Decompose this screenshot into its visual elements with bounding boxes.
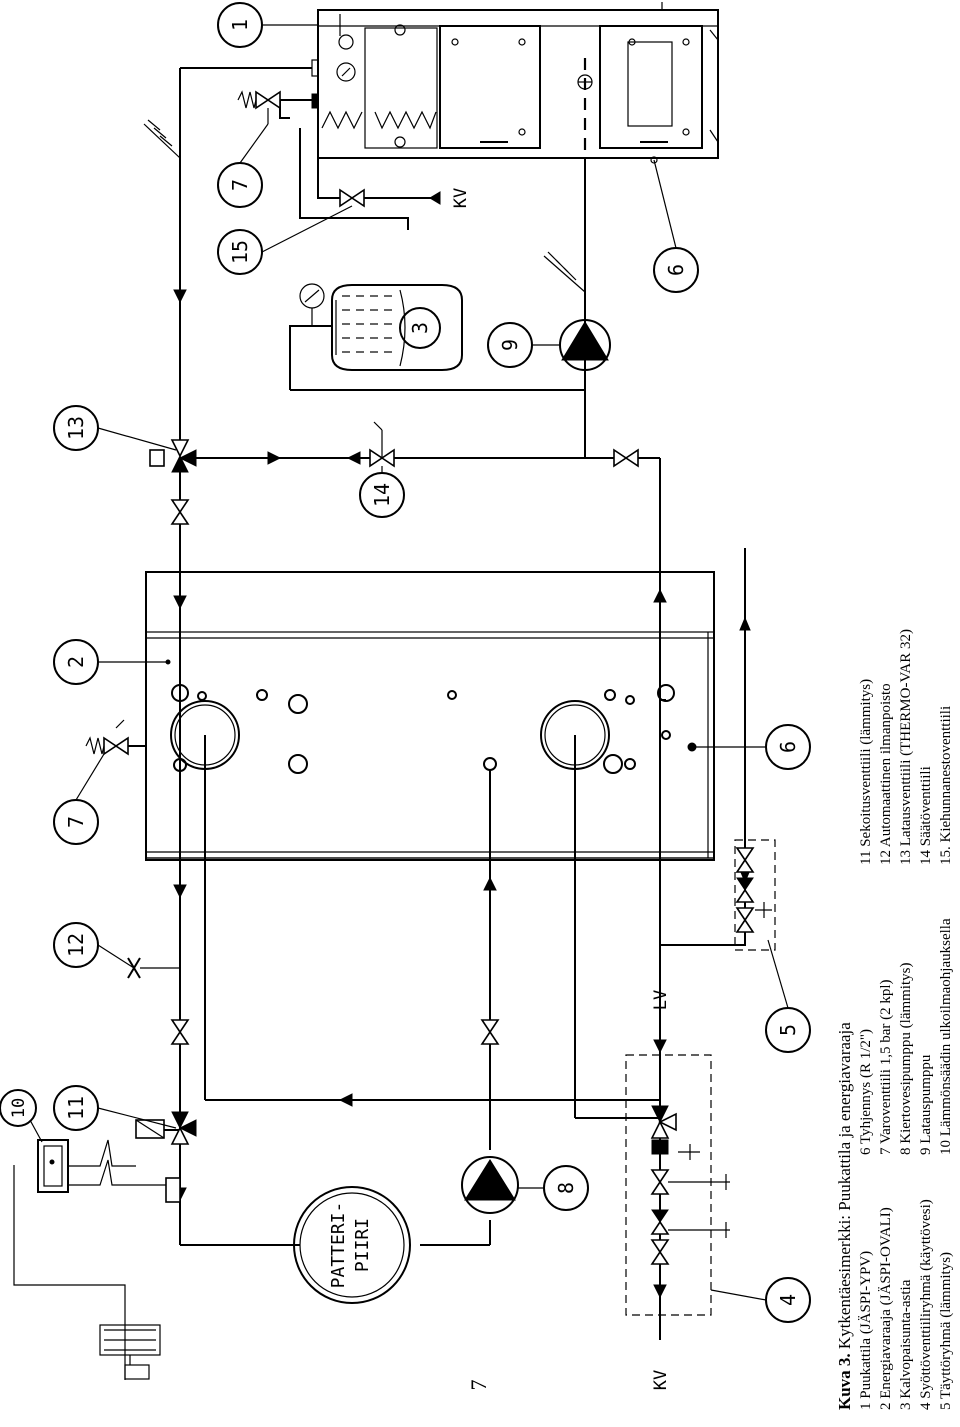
callout-9-text: 9 <box>498 339 522 351</box>
callout-15-text: 15 <box>228 240 252 264</box>
expansion-tank-hatch <box>342 295 392 353</box>
safety-valve-7-top <box>237 90 281 124</box>
patteri-label-2: PIIRI <box>352 1218 373 1272</box>
legend-item-1: 1 Puukattila (JÄSPI-YPV) <box>857 1251 874 1410</box>
legend-item-14: 14 Säätöventtiili <box>918 766 934 865</box>
legend-item-9: 9 Latauspumppu <box>918 1054 934 1155</box>
callout-10: 10 <box>0 1089 43 1143</box>
callout-6-tank: 6 <box>696 724 811 770</box>
legend-item-11: 11 Sekoitusventtiili (lämmitys) <box>858 679 874 865</box>
callout-7-tank: 7 <box>53 753 105 845</box>
callout-3: 3 <box>399 307 441 349</box>
drain-marks <box>143 119 586 293</box>
callout-1-text: 1 <box>228 19 252 31</box>
callout-8-text: 8 <box>554 1182 578 1194</box>
callout-13: 13 <box>53 405 177 451</box>
caption-block: Kuva 3. Kytkentäesimerkki: Puukattila ja… <box>835 629 954 1410</box>
legend-item-10: 10 Lämmönsäädin ulkoilmaohjauksella <box>938 918 954 1155</box>
kv-bottom-label: KV <box>651 1370 671 1390</box>
callout-11: 11 <box>53 1085 177 1131</box>
callout-14-text: 14 <box>370 483 394 507</box>
callout-12-text: 12 <box>64 933 88 957</box>
callout-7-top: 7 <box>217 123 269 208</box>
legend-item-15: 15. Kiehunnanestoventtiili <box>938 706 954 865</box>
legend-item-12: 12 Automaattinen ilmanpoisto <box>878 683 894 865</box>
safety-valve-7-tank <box>85 719 146 756</box>
callout-2: 2 <box>53 639 168 685</box>
energy-tank-2 <box>145 571 715 861</box>
callout-6-boiler: 6 <box>653 159 699 293</box>
caption-title-rest: Kytkentäesimerkki: Puukattila ja energia… <box>835 1022 854 1354</box>
callout-5-text: 5 <box>776 1024 800 1036</box>
lv-label: LV <box>651 990 671 1010</box>
legend-item-8: 8 Kiertovesipumppu (lämmitys) <box>898 963 914 1155</box>
callout-11-text: 11 <box>64 1096 88 1120</box>
controller-10 <box>13 1139 181 1380</box>
callout-4: 4 <box>710 1277 811 1323</box>
legend-item-3: 3 Kalvopaisunta-astia <box>898 1279 914 1410</box>
page-number-text: 7 <box>466 1380 491 1391</box>
boiler-1 <box>311 2 719 164</box>
legend-item-13: 13 Latausventtiili (THERMO-VAR 32) <box>898 629 914 865</box>
caption-title-bold: Kuva 3. <box>835 1353 854 1410</box>
valves <box>135 188 772 1265</box>
expansion-tank-3 <box>289 283 463 390</box>
kv-top-label: KV <box>451 188 471 208</box>
callout-2-text: 2 <box>64 656 88 668</box>
caption-title: Kuva 3. Kytkentäesimerkki: Puukattila ja… <box>835 1022 854 1410</box>
legend-item-6: 6 Tyhjennys (R 1/2") <box>858 1029 874 1155</box>
callout-15: 15 <box>217 205 353 275</box>
callout-1: 1 <box>217 2 318 48</box>
group-5-box <box>734 839 776 951</box>
group-4-box <box>625 1054 712 1316</box>
callout-8: 8 <box>518 1165 589 1211</box>
callout-14: 14 <box>359 466 405 518</box>
callout-13-text: 13 <box>64 416 88 440</box>
flow-arrows <box>173 191 751 1299</box>
lv-label-group: LV <box>651 990 671 1010</box>
callouts: 1 7 15 3 6 9 13 <box>0 2 811 1323</box>
callout-4-text: 4 <box>776 1294 800 1306</box>
callout-7a-text: 7 <box>228 179 252 191</box>
pump-8 <box>461 1156 519 1214</box>
callout-12: 12 <box>53 922 135 969</box>
radiator-circuit: PATTERI- PIIRI <box>293 1186 411 1304</box>
callout-10-text: 10 <box>9 1098 29 1118</box>
callout-5: 5 <box>765 939 811 1053</box>
legend-item-5: 5 Täyttöryhmä (lämmitys) <box>938 1252 954 1410</box>
kv-bottom-label-group: KV <box>651 1370 671 1390</box>
callout-3-text: 3 <box>408 322 432 334</box>
callout-6b-text: 6 <box>776 741 800 753</box>
kv-top-label-group: KV <box>451 188 471 208</box>
legend-item-7: 7 Varoventtiili 1,5 bar (2 kpl) <box>878 979 894 1155</box>
callout-6a-text: 6 <box>664 264 688 276</box>
legend-item-2: 2 Energiavaraaja (JÄSPI-OVALI) <box>877 1207 894 1410</box>
callout-7b-text: 7 <box>64 816 88 828</box>
page-number: 7 <box>466 1380 491 1391</box>
patteri-label-1: PATTERI- <box>328 1202 349 1289</box>
legend-item-4: 4 Syöttöventtiiliryhmä (käyttövesi) <box>918 1199 934 1410</box>
callout-9: 9 <box>487 322 560 368</box>
